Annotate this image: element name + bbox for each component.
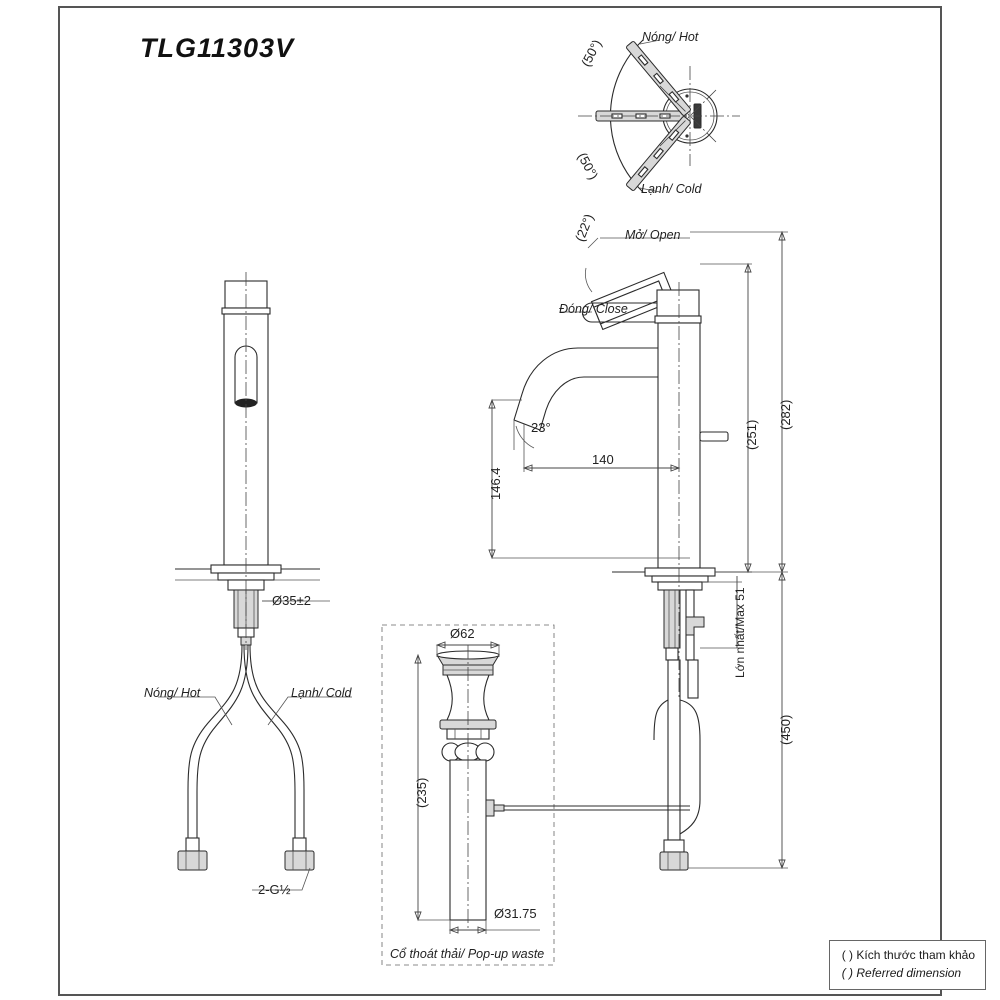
dim-spout-angle: 23° (531, 420, 551, 435)
sheet-border (58, 6, 942, 996)
dim-popup-tail-dia: Ø31.75 (494, 906, 537, 921)
dim-spout-height: 146.4 (488, 467, 503, 500)
label-close: Đóng/ Close (559, 302, 628, 316)
label-cold-rear: Lạnh/ Cold (291, 686, 352, 700)
dim-deck-thickness: Lớn nhất/Max 51 (733, 587, 747, 678)
dim-supply-thread: 2-G½ (258, 882, 291, 897)
footnote-box: ( ) Kích thước tham khảo ( ) Referred di… (828, 940, 986, 990)
dim-hose-length: (450) (778, 714, 793, 745)
footnote-vi: ( ) Kích thước tham khảo (841, 948, 975, 963)
page-title: TLG11303V (140, 33, 295, 63)
label-hot-plan: Nóng/ Hot (642, 30, 699, 44)
label-open: Mở/ Open (625, 228, 681, 242)
dim-popup-flange-dia: Ø62 (450, 626, 475, 641)
caption-popup-waste: Cổ thoát thải/ Pop-up waste (390, 947, 545, 961)
dim-body-height: (251) (744, 419, 759, 450)
footnote-en: ( ) Referred dimension (841, 965, 962, 980)
dim-mounting-hole: Ø35±2 (272, 593, 311, 608)
label-hot-rear: Nóng/ Hot (144, 686, 201, 700)
dim-popup-height: (235) (414, 777, 429, 808)
dim-spout-reach: 140 (592, 452, 614, 467)
dim-total-height: (282) (778, 399, 793, 430)
label-cold-plan: Lạnh/ Cold (641, 182, 702, 196)
